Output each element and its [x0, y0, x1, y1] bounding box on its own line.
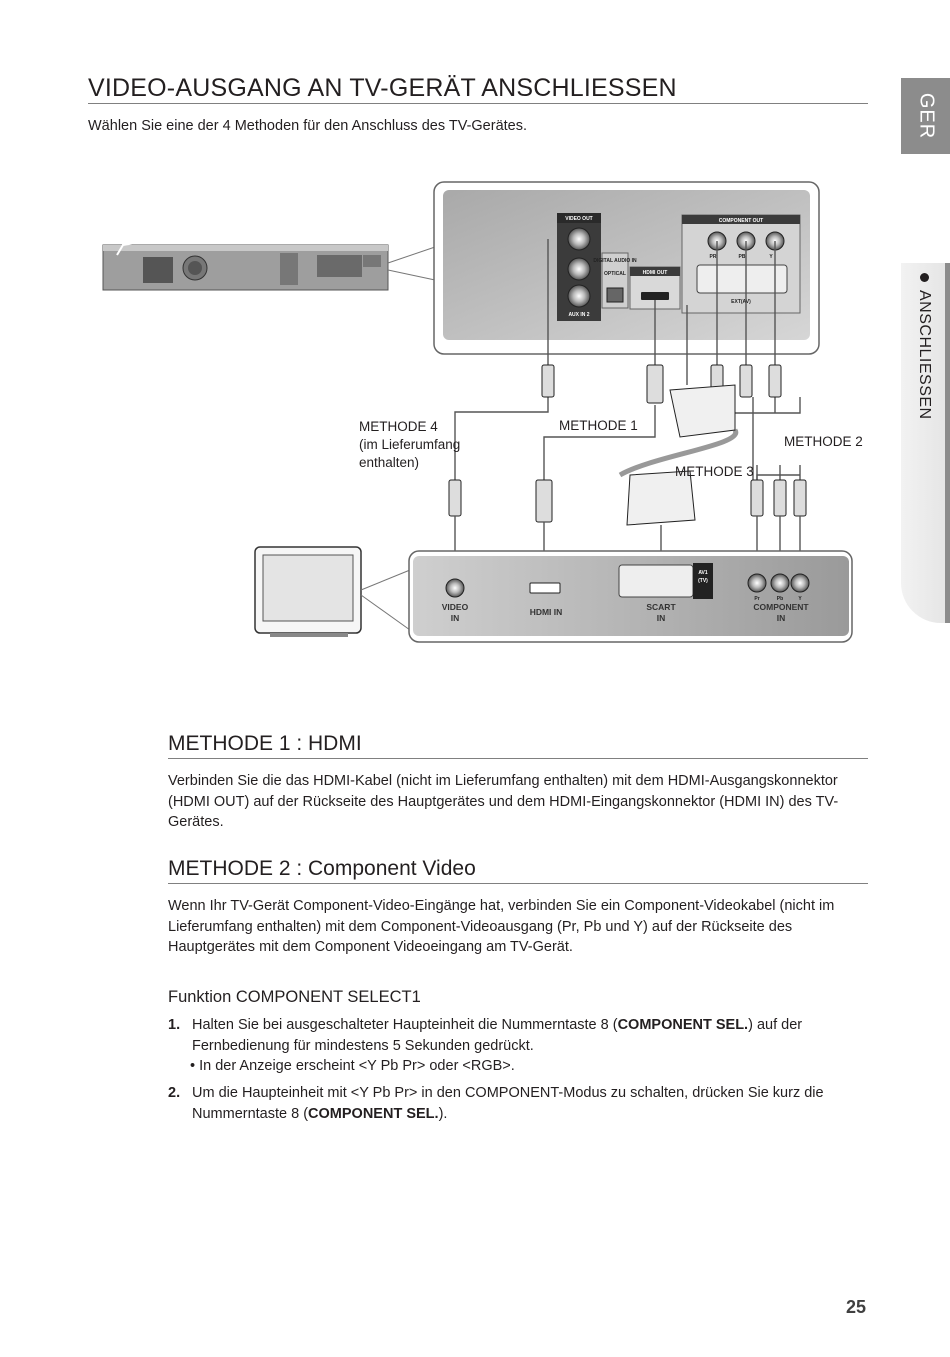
language-tab-label: GER — [915, 92, 937, 140]
section-tab: ANSCHLIESSEN — [901, 263, 950, 623]
tv-video-in-jack — [445, 578, 465, 598]
tv-scart-in-label-1: SCART — [646, 602, 676, 612]
hdmi-plug-top — [646, 364, 664, 404]
methode1-text: Verbinden Sie die das HDMI-Kabel (nicht … — [168, 773, 839, 830]
aux-jack-l — [567, 257, 591, 281]
video-out-label: VIDEO OUT — [565, 216, 593, 222]
tv-hdmi-in-label: HDMI IN — [530, 607, 563, 617]
title-divider — [88, 103, 868, 104]
composite-plug-top — [541, 364, 555, 398]
page-title: VIDEO-AUSGANG AN TV-GERÄT ANSCHLIESSEN — [88, 74, 677, 102]
methode2-text: Wenn Ihr TV-Gerät Component-Video-Eingän… — [168, 898, 835, 955]
tv-hdmi-in-port — [529, 582, 561, 594]
tv-component-y-jack — [790, 573, 810, 593]
ext-av-label: EXT(AV) — [731, 299, 751, 305]
component-plug-pb-bottom — [773, 479, 787, 517]
tv-scart-in-label-2: IN — [657, 613, 666, 623]
step-1-number: 1. — [168, 1017, 181, 1033]
language-tab: GER — [901, 78, 950, 154]
hdmi-out-port — [641, 292, 669, 300]
methode4-label-line3: enthalten) — [359, 455, 419, 470]
component-plug-y-bottom — [793, 479, 807, 517]
aux-in-label: AUX IN 2 — [568, 312, 589, 318]
methode3-label: METHODE 3 — [675, 464, 754, 479]
tv-component-pr-jack — [747, 573, 767, 593]
optical-label: OPTICAL — [604, 271, 626, 277]
methode2-divider — [168, 883, 868, 884]
hdmi-out-label: HDMI OUT — [643, 270, 668, 276]
connection-diagram: VIDEO OUT AUX IN 2 DIGITAL AUDIO IN OPTI… — [102, 181, 863, 643]
step-2-number: 2. — [168, 1085, 181, 1101]
funktion-heading: Funktion COMPONENT SELECT1 — [168, 988, 421, 1006]
bullet-dot-icon — [919, 273, 929, 282]
scart-plug-bottom — [626, 470, 696, 526]
scart-plug-top — [669, 384, 736, 438]
tv-component-in-label-2: IN — [777, 613, 786, 623]
scart-out-port — [696, 264, 788, 294]
methode2-label: METHODE 2 — [784, 434, 863, 449]
step-1: 1. Halten Sie bei ausgeschalteter Haupte… — [168, 1015, 868, 1057]
component-out-label: COMPONENT OUT — [719, 218, 763, 224]
component-plug-y-top — [768, 364, 782, 398]
digital-audio-in-label: DIGITAL AUDIO IN — [593, 258, 637, 264]
tv-label: (TV) — [698, 578, 708, 584]
tv-scart-in-port — [618, 564, 694, 598]
step-2: 2. Um die Haupteinheit mit <Y Pb Pr> in … — [168, 1083, 868, 1125]
tv-y-label: Y — [798, 596, 802, 602]
step-1-text: Halten Sie bei ausgeschalteter Haupteinh… — [192, 1017, 803, 1054]
hdmi-plug-bottom — [535, 479, 553, 523]
tv-component-in-label-1: COMPONENT — [753, 602, 809, 612]
y-label: Y — [769, 254, 773, 260]
section-tab-stripe — [945, 263, 950, 623]
section-tab-label: ANSCHLIESSEN — [915, 273, 933, 420]
methode1-heading: METHODE 1 : HDMI — [168, 732, 362, 755]
aux-jack-r — [567, 284, 591, 308]
methode1-divider — [168, 758, 868, 759]
tv-component-pb-jack — [770, 573, 790, 593]
av1-label: AV1 — [698, 570, 708, 576]
optical-port — [606, 287, 624, 303]
main-unit-illustration — [102, 242, 389, 291]
tv-pr-label: Pr — [754, 596, 759, 602]
video-out-jack — [567, 227, 591, 251]
step-2-text: Um die Haupteinheit mit <Y Pb Pr> in den… — [192, 1085, 824, 1122]
methode4-label-line2: (im Lieferumfang — [359, 437, 460, 452]
pr-label: PR — [710, 254, 717, 260]
pb-label: PB — [739, 254, 746, 260]
tv-pb-label: Pb — [777, 596, 783, 602]
intro-text: Wählen Sie eine der 4 Methoden für den A… — [88, 118, 528, 134]
methode4-label-line1: METHODE 4 — [359, 419, 438, 434]
composite-plug-bottom — [448, 479, 462, 517]
tv-video-in-label-2: IN — [451, 613, 460, 623]
tv-illustration — [254, 546, 362, 637]
methode1-label: METHODE 1 — [559, 418, 638, 433]
methode2-heading: METHODE 2 : Component Video — [168, 857, 476, 880]
component-plug-pr-bottom — [750, 479, 764, 517]
step-1-bullet: • In der Anzeige erscheint <Y Pb Pr> ode… — [190, 1058, 515, 1074]
tv-video-in-label-1: VIDEO — [442, 602, 469, 612]
component-plug-pb-top — [739, 364, 753, 398]
page-number: 25 — [846, 1297, 867, 1317]
